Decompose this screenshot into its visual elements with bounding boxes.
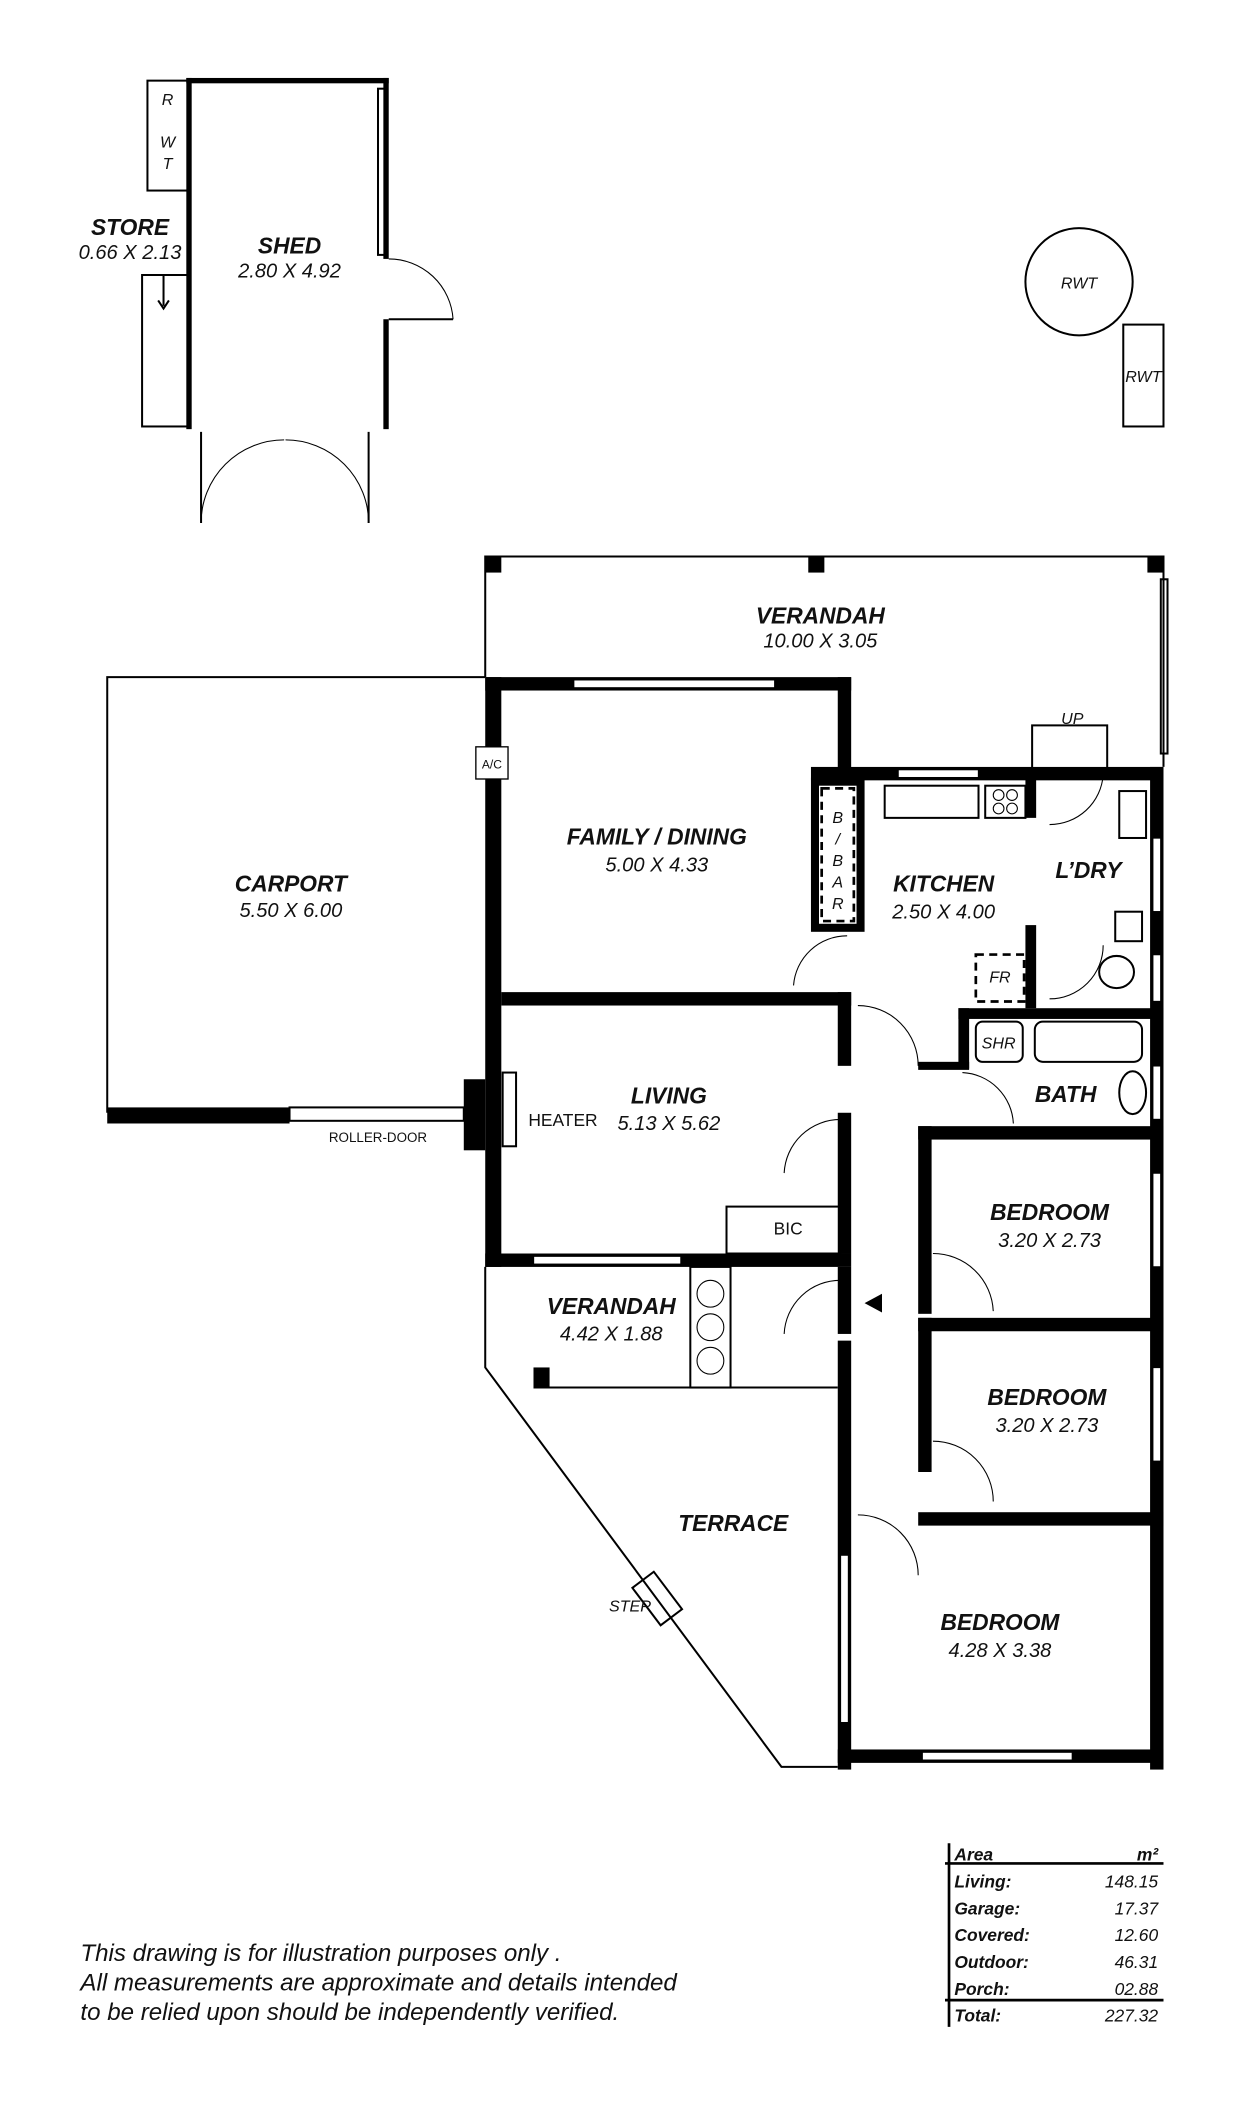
roller-door: [288, 1106, 465, 1122]
room-label-living: LIVING: [631, 1082, 707, 1108]
fridge: [974, 953, 1026, 1003]
svg-text:to be relied upon should be in: to be relied upon should be independentl…: [80, 1999, 619, 2026]
rear-verandah: VERANDAH 10.00 X 3.05: [484, 555, 1169, 767]
planter: [689, 1265, 732, 1389]
area-header: Area: [953, 1845, 993, 1865]
room-label-laundry: L’DRY: [1055, 857, 1123, 883]
door-swing: [200, 439, 285, 523]
room-label-bedroom-3: BEDROOM: [941, 1609, 1061, 1635]
heater: [501, 1071, 518, 1148]
rwt-tank-round: [1024, 227, 1134, 337]
window: [376, 87, 388, 256]
svg-text:Living:: Living:: [954, 1872, 1011, 1892]
terrace-area: STEP: [484, 1265, 838, 1768]
room-label-bath: BATH: [1035, 1081, 1097, 1107]
shower: [974, 1020, 1024, 1063]
fr-label: FR: [989, 969, 1011, 987]
svg-text:Garage:: Garage:: [954, 1898, 1020, 1918]
carport: CARPORT 5.50 X 6.00 ROLLER-DOOR: [106, 676, 486, 1151]
disclaimer: This drawing is for illustration purpose…: [78, 1940, 678, 2026]
svg-text:02.88: 02.88: [1115, 1979, 1159, 1999]
laundry-tub: [1114, 910, 1144, 943]
bic-label: BIC: [774, 1219, 803, 1239]
heater-label: HEATER: [528, 1110, 597, 1130]
roller-door-label: ROLLER-DOOR: [329, 1130, 428, 1145]
up-label: UP: [1061, 710, 1084, 728]
room-label-shed: SHED: [258, 233, 321, 259]
bathtub: [1033, 1020, 1144, 1063]
room-label-kitchen: KITCHEN: [893, 871, 995, 897]
shr-label: SHR: [982, 1034, 1016, 1052]
room-dims-kitchen: 2.50 X 4.00: [891, 901, 996, 923]
wall: [383, 319, 389, 430]
shed-outbuilding: R W T STORE 0.66 X 2.13 SHED 2.80 X 4.92: [79, 77, 454, 523]
room-label-family-dining: FAMILY / DINING: [567, 824, 747, 850]
room-dims-carport: 5.50 X 6.00: [239, 900, 343, 922]
svg-text:12.60: 12.60: [1115, 1925, 1159, 1945]
rwt-letter: R: [162, 91, 174, 109]
step: [630, 1570, 684, 1627]
rwt-label: RWT: [1125, 368, 1162, 386]
step-label: STEP: [609, 1597, 651, 1615]
door-swings: [783, 774, 1104, 1576]
svg-text:Outdoor:: Outdoor:: [954, 1952, 1028, 1972]
basin: [1118, 1070, 1148, 1116]
steps: [1031, 724, 1109, 770]
room-label-carport: CARPORT: [235, 871, 349, 897]
room-dims-shed: 2.80 X 4.92: [237, 261, 341, 283]
svg-text:46.31: 46.31: [1115, 1952, 1159, 1972]
store-room: [141, 273, 189, 428]
room-dims-family-dining: 5.00 X 4.33: [605, 854, 708, 876]
total-label: Total:: [954, 2006, 1001, 2026]
room-dims-bedroom-1: 3.20 X 2.73: [998, 1230, 1101, 1252]
bic-cupboard: [725, 1205, 842, 1255]
door-swing: [285, 439, 370, 523]
svg-text:This drawing is for illustrati: This drawing is for illustration purpose…: [80, 1940, 561, 1967]
ac-unit: [475, 746, 509, 780]
svg-text:B: B: [832, 852, 843, 870]
svg-text:Covered:: Covered:: [954, 1925, 1029, 1945]
svg-text:Porch:: Porch:: [954, 1979, 1009, 1999]
rwt-label: RWT: [1061, 274, 1098, 292]
room-dims-verandah-front: 4.42 X 1.88: [560, 1324, 664, 1346]
area-table: Area m² Living: 148.15 Garage: 17.37 Cover…: [945, 1843, 1164, 2027]
room-label-verandah-front: VERANDAH: [547, 1293, 677, 1319]
room-dims-verandah-rear: 10.00 X 3.05: [763, 631, 878, 653]
room-dims-store: 0.66 X 2.13: [79, 242, 182, 264]
room-label-bedroom-1: BEDROOM: [990, 1199, 1110, 1225]
total-value: 227.32: [1104, 2006, 1159, 2026]
svg-text:B: B: [832, 809, 843, 827]
cooktop: [984, 784, 1027, 819]
laundry-cabinet: [1118, 790, 1148, 839]
wall: [186, 77, 192, 430]
svg-text:R: R: [832, 895, 844, 913]
room-dims-living: 5.13 X 5.62: [617, 1113, 720, 1135]
area-unit: m²: [1137, 1845, 1159, 1865]
wall: [186, 77, 389, 84]
room-label-bedroom-2: BEDROOM: [987, 1384, 1107, 1410]
room-label-store: STORE: [91, 214, 170, 240]
house-walls: [485, 677, 1164, 1770]
toilet: [1098, 954, 1136, 990]
svg-text:17.37: 17.37: [1115, 1898, 1160, 1918]
svg-text:148.15: 148.15: [1105, 1872, 1159, 1892]
svg-text:A: A: [831, 874, 843, 892]
room-dims-bedroom-2: 3.20 X 2.73: [995, 1415, 1098, 1437]
room-label-verandah-rear: VERANDAH: [756, 603, 886, 629]
sink: [883, 784, 980, 819]
rwt-letter: W: [160, 134, 177, 152]
bbar-label: B / B A R: [831, 809, 844, 913]
svg-text:/: /: [835, 831, 842, 849]
rwt-tank-rect: [1122, 323, 1165, 428]
svg-text:All measurements are approxima: All measurements are approximate and det…: [78, 1970, 678, 1997]
room-dims-bedroom-3: 4.28 X 3.38: [949, 1640, 1053, 1662]
ac-label: A/C: [482, 757, 502, 771]
room-label-terrace: TERRACE: [678, 1510, 789, 1536]
door-swing: [388, 258, 454, 320]
rwt-letter: T: [163, 155, 174, 173]
